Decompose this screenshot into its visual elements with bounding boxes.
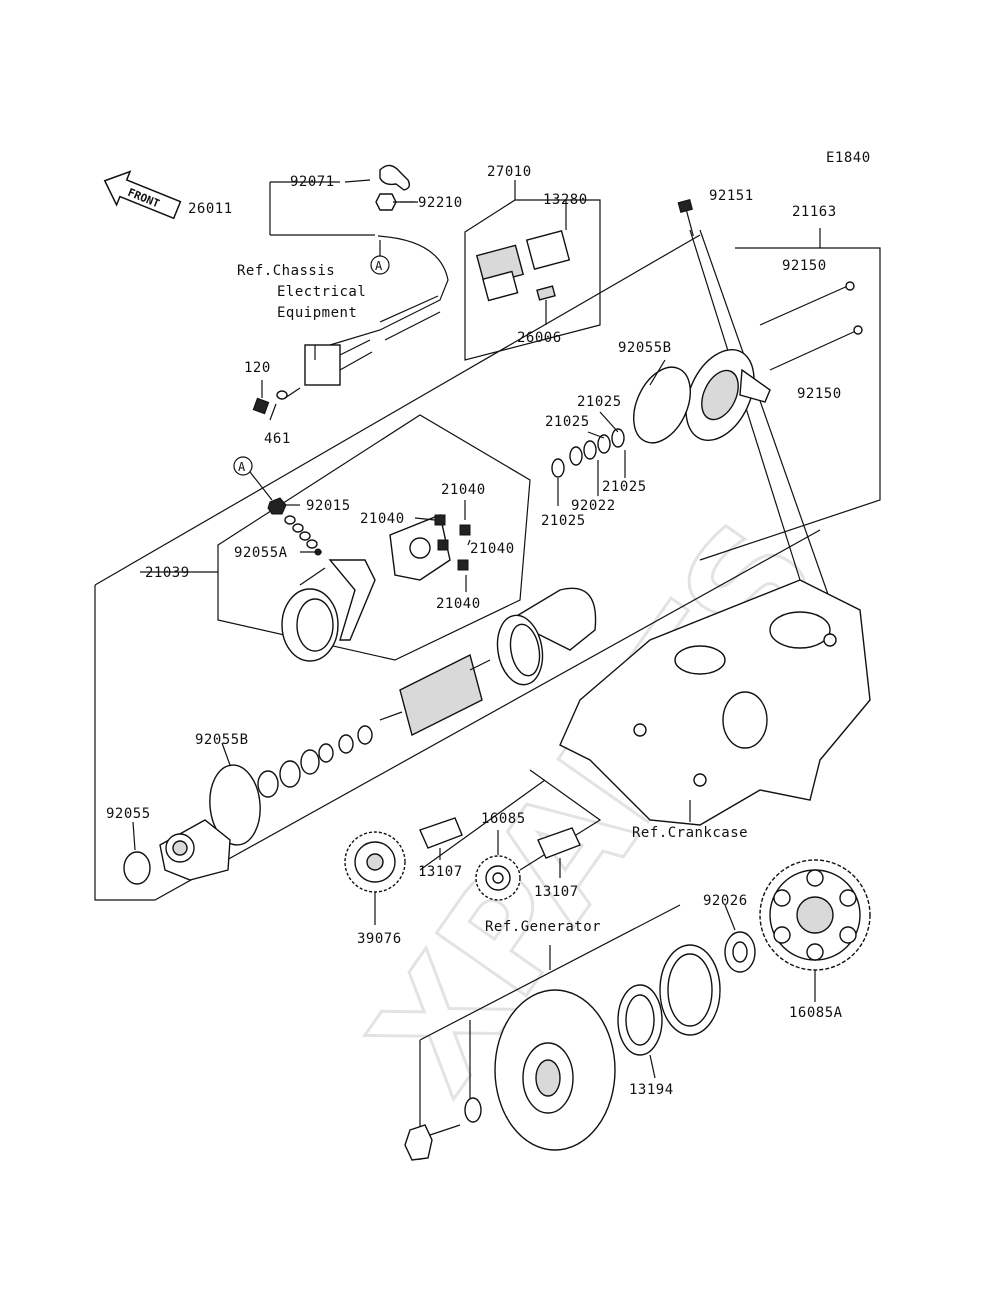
label-21025-d: 21025 [541, 513, 586, 529]
reference-labels: Ref.Chassis Electrical Equipment Ref.Cra… [237, 263, 748, 935]
ref-crankcase: Ref.Crankcase [632, 825, 748, 841]
ref-generator: Ref.Generator [485, 919, 601, 935]
callout-a-lower: A [233, 456, 273, 501]
label-16085: 16085 [481, 811, 526, 827]
label-26006: 26006 [517, 330, 562, 346]
label-92210: 92210 [418, 195, 463, 211]
brush-holder-group [140, 414, 531, 662]
label-92150-lower: 92150 [797, 386, 842, 402]
starter-motor-group [94, 234, 821, 901]
relay-assembly [464, 180, 601, 361]
label-13107-b: 13107 [534, 884, 579, 900]
label-21040-b: 21040 [360, 511, 405, 527]
label-26011: 26011 [188, 201, 233, 217]
label-21025-b: 21025 [545, 414, 590, 430]
label-120: 120 [244, 360, 271, 376]
label-92071: 92071 [290, 174, 335, 190]
label-92150-upper: 92150 [782, 258, 827, 274]
generator-group [404, 859, 871, 1161]
label-13194: 13194 [629, 1082, 674, 1098]
label-21040-a: 21040 [441, 482, 486, 498]
label-92151: 92151 [709, 188, 754, 204]
label-21025-c: 21025 [602, 479, 647, 495]
label-92022: 92022 [571, 498, 616, 514]
label-21040-c: 21040 [470, 541, 515, 557]
label-39076: 39076 [357, 931, 402, 947]
label-13107-a: 13107 [418, 864, 463, 880]
ref-chassis-line2: Electrical [277, 284, 366, 300]
label-13280: 13280 [543, 192, 588, 208]
svg-text:A: A [238, 460, 246, 474]
crankcase-group [559, 579, 871, 826]
label-27010: 27010 [487, 164, 532, 180]
label-92055: 92055 [106, 806, 151, 822]
callout-a-upper: A [370, 240, 390, 275]
label-21025-a: 21025 [577, 394, 622, 410]
label-92055A: 92055A [234, 545, 288, 561]
ref-chassis-line3: Equipment [277, 305, 357, 321]
label-21040-d: 21040 [436, 596, 481, 612]
starter-cable-group [252, 164, 449, 421]
label-92055B-upper: 92055B [618, 340, 672, 356]
part-labels: 26011 92071 92210 27010 13280 26006 9215… [106, 164, 843, 1098]
label-461: 461 [264, 431, 291, 447]
label-92026: 92026 [703, 893, 748, 909]
svg-text:A: A [375, 259, 383, 273]
leader-lines [132, 179, 816, 1079]
diagram-code: E1840 [826, 150, 871, 166]
label-16085A: 16085A [789, 1005, 843, 1021]
label-21163: 21163 [792, 204, 837, 220]
label-92055B-lower: 92055B [195, 732, 249, 748]
front-arrow-icon: FRONT [103, 170, 182, 220]
ref-chassis-line1: Ref.Chassis [237, 263, 335, 279]
starter-outer-group [551, 198, 881, 601]
label-92015: 92015 [306, 498, 351, 514]
label-21039: 21039 [145, 565, 190, 581]
